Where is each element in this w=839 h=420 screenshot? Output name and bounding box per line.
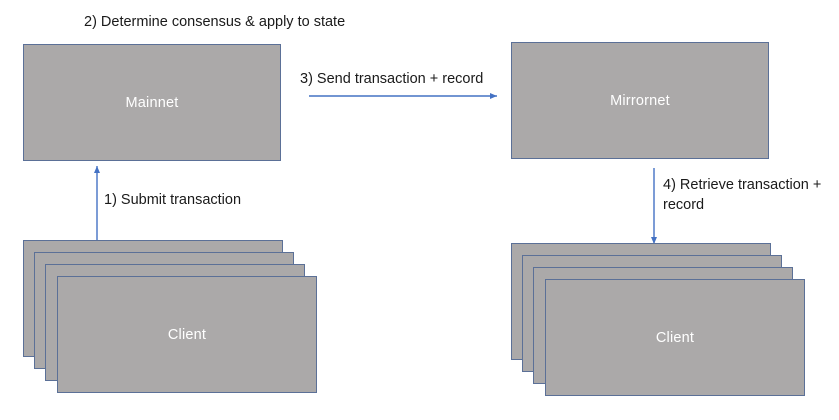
node-mainnet-label: Mainnet	[125, 94, 179, 111]
step-4-caption-line2: record	[663, 196, 705, 213]
arrow-mirrornet-to-client	[651, 168, 657, 244]
arrow-client-to-mainnet	[94, 166, 100, 241]
step-3-caption: 3) Send transaction + record	[300, 71, 484, 87]
step-4-caption-line1: 4) Retrieve transaction +	[663, 177, 822, 193]
node-mainnet[interactable]: Mainnet	[23, 44, 281, 161]
node-client-left[interactable]: Client	[23, 240, 323, 400]
node-client-right-label: Client	[655, 329, 695, 346]
client-right-sheet-front[interactable]: Client	[545, 279, 805, 396]
client-left-sheet-front[interactable]: Client	[57, 276, 317, 393]
step-4-caption: 4) Retrieve transaction + record	[663, 176, 839, 215]
node-client-left-label: Client	[167, 326, 207, 343]
step-1-caption: 1) Submit transaction	[104, 192, 242, 208]
step-2-caption: 2) Determine consensus & apply to state	[84, 14, 346, 30]
node-mirrornet[interactable]: Mirrornet	[511, 42, 769, 159]
node-client-right[interactable]: Client	[511, 243, 811, 403]
node-mirrornet-label: Mirrornet	[610, 92, 670, 109]
arrow-mainnet-to-mirrornet	[309, 93, 497, 99]
